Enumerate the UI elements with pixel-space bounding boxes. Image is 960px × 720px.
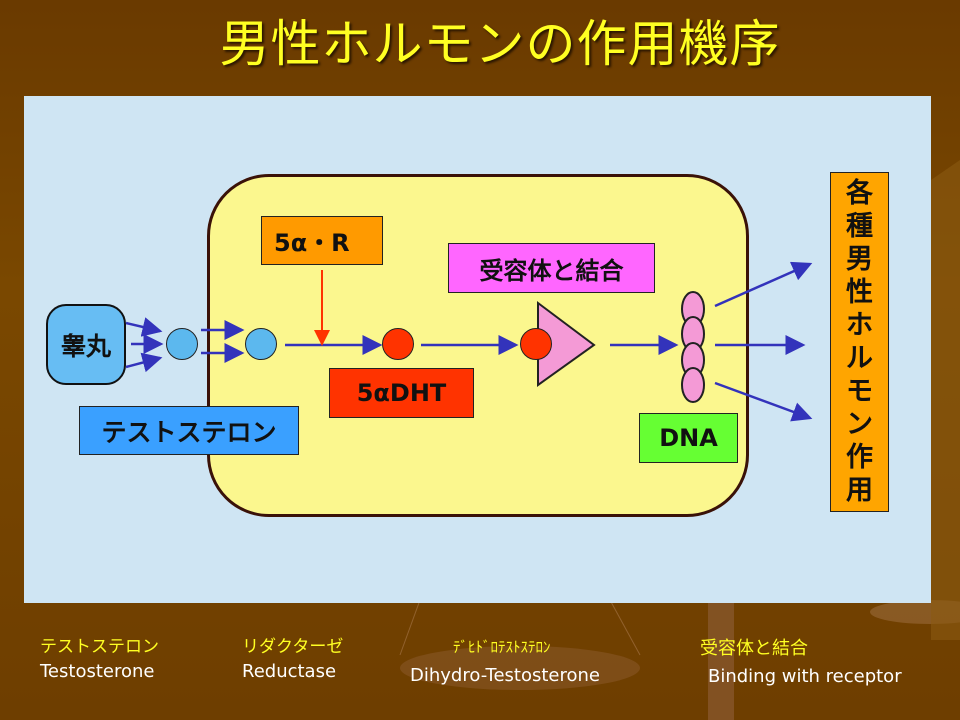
effects-char: 各 bbox=[846, 178, 873, 209]
legend-jp: リダクターゼ bbox=[242, 637, 344, 657]
testis-label: 睾丸 bbox=[60, 331, 111, 361]
dna-label: DNA bbox=[659, 424, 718, 452]
legend-jp: テストステロン bbox=[40, 637, 159, 657]
dht-label: 5αDHT bbox=[356, 379, 447, 407]
legend-en: Binding with receptor bbox=[708, 666, 902, 687]
legend-jp: 受容体と結合 bbox=[700, 638, 808, 659]
testosterone-box: テストステロン bbox=[79, 406, 299, 455]
effects-char: ン bbox=[846, 409, 873, 440]
circle-to-cell-arrows bbox=[201, 320, 245, 363]
effects-char: 性 bbox=[846, 277, 873, 308]
effects-char: 用 bbox=[846, 475, 873, 506]
receptor-box: 受容体と結合 bbox=[448, 243, 655, 293]
dna-strand bbox=[681, 291, 705, 403]
dna-to-effects-arrows bbox=[714, 261, 813, 422]
effects-char: 種 bbox=[846, 211, 873, 242]
dht-bound-molecule bbox=[520, 328, 552, 360]
dht-molecule bbox=[382, 328, 414, 360]
testosterone-molecule-inside bbox=[245, 328, 277, 360]
testis-to-circle-arrows bbox=[125, 317, 164, 373]
legend-en: Testosterone bbox=[40, 661, 155, 682]
effects-box: 各 種 男 性 ホ ル モ ン 作 用 bbox=[830, 172, 889, 512]
slide-title: 男性ホルモンの作用機序 bbox=[219, 15, 781, 73]
testosterone-label: テストステロン bbox=[101, 417, 277, 447]
reductase-box: 5α・R bbox=[261, 216, 383, 265]
effects-char: 男 bbox=[846, 244, 873, 275]
dht-box: 5αDHT bbox=[329, 368, 474, 418]
effects-char: モ bbox=[846, 376, 873, 407]
effects-char: ホ bbox=[846, 310, 873, 341]
dna-box: DNA bbox=[639, 413, 738, 463]
legend-jp: ﾃﾞﾋﾄﾞﾛﾃｽﾄｽﾃﾛﾝ bbox=[453, 638, 551, 656]
legend-receptor: 受容体と結合 Binding with receptor bbox=[700, 634, 902, 687]
testis-node: 睾丸 bbox=[46, 304, 126, 385]
testosterone-molecule-outside bbox=[166, 328, 198, 360]
legend-reductase: リダクターゼ Reductase bbox=[242, 632, 343, 682]
receptor-label: 受容体と結合 bbox=[479, 256, 624, 285]
effects-char: ル bbox=[846, 343, 873, 374]
legend-testosterone: テストステロン Testosterone bbox=[40, 632, 159, 682]
reductase-label: 5α・R bbox=[274, 229, 350, 257]
legend-dht: ﾃﾞﾋﾄﾞﾛﾃｽﾄｽﾃﾛﾝ Dihydro-Testosterone bbox=[410, 636, 600, 686]
effects-char: 作 bbox=[846, 442, 873, 473]
legend-en: Reductase bbox=[242, 661, 337, 682]
legend-en: Dihydro-Testosterone bbox=[410, 665, 601, 686]
